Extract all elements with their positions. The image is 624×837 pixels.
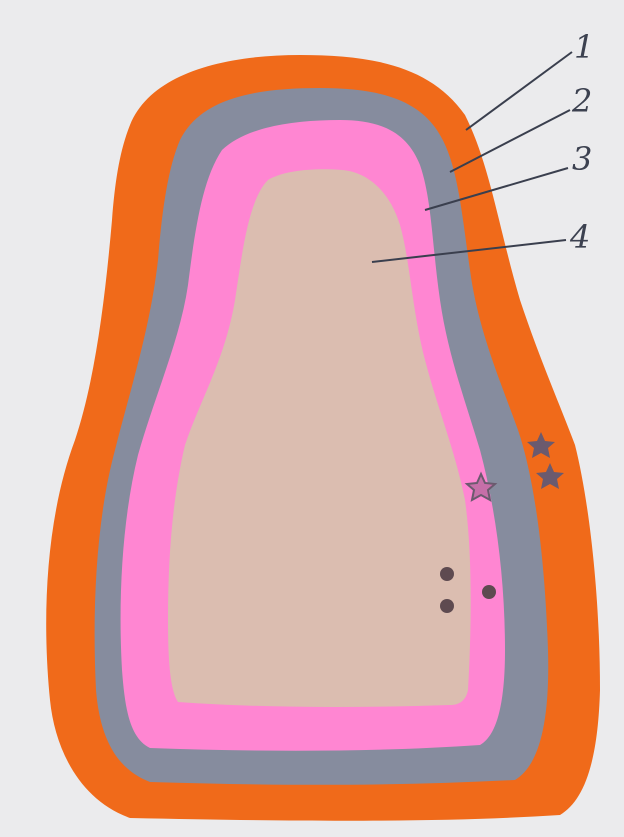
label-2: 2: [571, 82, 592, 120]
label-4: 4: [569, 218, 590, 256]
label-1: 1: [574, 28, 594, 66]
dot-icon: [440, 567, 454, 581]
dot-icon: [482, 585, 496, 599]
label-3: 3: [572, 140, 592, 178]
dot-icon: [440, 599, 454, 613]
